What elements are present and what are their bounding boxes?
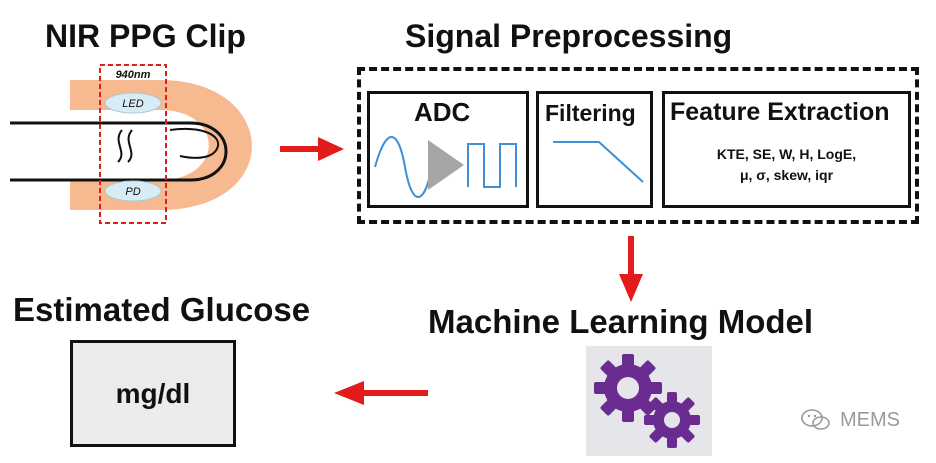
preprocessing-container [357,67,919,224]
finger-nail [169,128,220,159]
filtering-stage: Filtering [536,91,653,208]
wechat-icon [801,409,830,430]
adc-stage: ADC [367,91,529,208]
ml-model-panel [586,346,712,456]
wavelength-label: 940nm [116,69,151,81]
arrow-left-icon [334,381,428,405]
glucose-unit: mg/dl [115,378,191,409]
glucose-result-box: mg/dl [70,340,236,447]
adc-label: ADC [414,97,471,127]
adc-signal-icon [374,136,517,198]
arrow-down-icon [619,236,643,302]
sensor-region [99,64,167,224]
led-element [104,92,162,114]
finger-outline [10,121,228,182]
pd-label: PD [125,186,140,198]
feature-extraction-stage: Feature Extraction KTE, SE, W, H, LogE, … [662,91,911,208]
features-list-line1: KTE, SE, W, H, LogE, [716,146,857,162]
clip-title: NIR PPG Clip [45,18,246,54]
filter-response-icon [553,141,644,183]
watermark: MEMS [800,408,900,432]
filtering-label: Filtering [545,100,636,126]
ml-model-title: Machine Learning Model [428,303,814,340]
finger-cut-line [117,129,123,163]
estimated-glucose-title: Estimated Glucose [13,291,311,328]
gears-icon [594,354,700,448]
preprocessing-title: Signal Preprocessing [405,18,733,54]
arrow-right-icon [280,137,344,161]
finger-clip-illustration: 940nm LED PD [10,64,252,224]
pd-element [104,180,162,202]
features-list-line2: μ, σ, skew, iqr [739,167,834,183]
watermark-text: MEMS [840,408,900,431]
feature-extraction-label: Feature Extraction [670,98,890,126]
led-label: LED [122,98,143,110]
finger-cut-line [127,129,133,163]
